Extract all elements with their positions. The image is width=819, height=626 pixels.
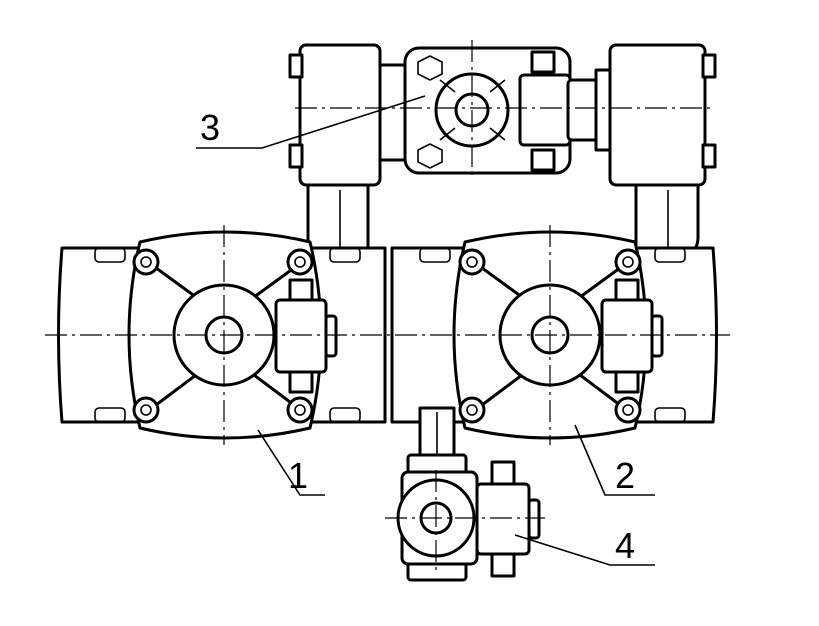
valve-1-solenoid-knob — [324, 314, 338, 358]
bottom-solenoid — [475, 482, 531, 556]
valve-2-solenoid-cap-lower — [614, 370, 640, 394]
valve-1-lug-bottom-left — [94, 407, 126, 423]
valve-2-solenoid-knob — [650, 314, 664, 358]
valve-1-bolt-4 — [286, 396, 314, 424]
valve-1-bolt-1-core — [140, 256, 152, 268]
valve-1-bolt-4-core — [294, 404, 306, 416]
valve-2-lug-top-left — [419, 247, 451, 263]
valve-2-bolt-1 — [458, 248, 486, 276]
callout-2-label: 2 — [615, 455, 635, 496]
top-right-coupling — [566, 78, 600, 142]
bottom-solenoid-knob — [527, 498, 541, 540]
valve-1-bolt-2-core — [294, 256, 306, 268]
top-left-bolt-lower — [288, 143, 304, 169]
top-hex-nut-2 — [417, 143, 443, 169]
callout-2-leader — [574, 424, 655, 496]
bottom-solenoid-cap-upper — [490, 460, 516, 486]
valve-1-solenoid-cap-upper — [288, 278, 314, 302]
valve-1-bolt-3 — [132, 396, 160, 424]
valve-2-bolt-3 — [458, 396, 486, 424]
valve-2-bolt-2-core — [622, 256, 634, 268]
valve-1-solenoid — [274, 298, 328, 374]
valve-2-rib-4 — [574, 370, 626, 410]
top-spoke-3 — [439, 127, 456, 141]
valve-1 — [45, 225, 395, 445]
valve-1-bolt-3-core — [140, 404, 152, 416]
top-spoke-4 — [489, 127, 506, 141]
valve-1-rib-1 — [150, 263, 202, 302]
top-spoke-2 — [489, 79, 506, 93]
callout-4-label: 4 — [615, 525, 635, 566]
top-solenoid-cap-upper — [530, 50, 556, 74]
valve-2-bolt-4 — [614, 396, 642, 424]
top-right-bolt-upper — [701, 53, 717, 79]
valve-1-solenoid-cap-lower — [288, 370, 314, 394]
valve-1-rib-3 — [150, 370, 202, 410]
callout-3-label: 3 — [200, 107, 220, 148]
callout-3-leader — [196, 95, 426, 149]
top-solenoid-cap-lower — [530, 148, 556, 172]
valve-2-rib-3 — [476, 370, 528, 410]
valve-1-lug-top-right — [329, 247, 361, 263]
valve-2-bolt-1-core — [466, 256, 478, 268]
valve-1-bolt-2 — [286, 248, 314, 276]
valve-2-bolt-3-core — [466, 404, 478, 416]
callout-4-leader — [514, 534, 655, 566]
valve-1-bolt-1 — [132, 248, 160, 276]
valve-2-rib-1 — [476, 263, 528, 302]
top-right-gear-housing — [608, 43, 707, 187]
valve-1-lug-top-left — [94, 247, 126, 263]
valve-2 — [390, 225, 730, 445]
top-left-bolt-upper — [288, 53, 304, 79]
top-hex-nut-1 — [417, 55, 443, 81]
valve-2-rib-2 — [574, 263, 626, 302]
callout-1-label: 1 — [288, 455, 308, 496]
bottom-solenoid-cap-lower — [490, 552, 516, 578]
valve-2-bolt-2 — [614, 248, 642, 276]
top-spoke-1 — [439, 79, 456, 93]
top-flange-plate — [594, 68, 612, 152]
valve-2-solenoid-cap-upper — [614, 278, 640, 302]
valve-2-lug-bottom-right — [654, 407, 686, 423]
valve-2-solenoid — [600, 298, 654, 374]
top-actuator-assembly — [288, 40, 717, 187]
valve-2-lug-top-right — [654, 247, 686, 263]
callout-1-leader — [257, 429, 325, 496]
bottom-pilot-valve — [385, 406, 545, 582]
valve-2-bolt-4-core — [622, 404, 634, 416]
top-solenoid-box — [518, 73, 572, 147]
valve-1-lug-bottom-right — [329, 407, 361, 423]
top-right-bolt-lower — [701, 143, 717, 169]
